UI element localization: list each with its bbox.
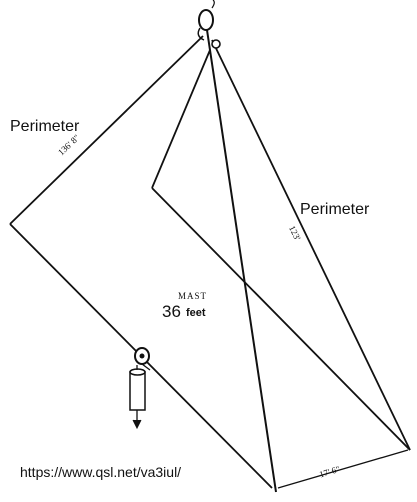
right-loop-outer-edge — [211, 39, 411, 451]
base-spacing-line — [277, 449, 409, 489]
feedpoint-balun-icon — [129, 347, 151, 430]
left-loop-upper-edge — [9, 35, 204, 225]
mast-height-value: 36 — [162, 302, 181, 321]
mast-height-unit: feet — [186, 307, 206, 319]
mast-line — [206, 29, 277, 493]
mast-word-label: MAST — [178, 291, 208, 301]
top-pulley-icon — [197, 0, 221, 49]
right-loop-inner-edge — [151, 49, 211, 189]
right-loop-cross-edge — [151, 187, 411, 451]
source-url[interactable]: https://www.qsl.net/va3iul/ — [20, 464, 182, 480]
perimeter-right-label: Perimeter — [300, 201, 370, 218]
perimeter-left-label: Perimeter — [10, 118, 80, 135]
